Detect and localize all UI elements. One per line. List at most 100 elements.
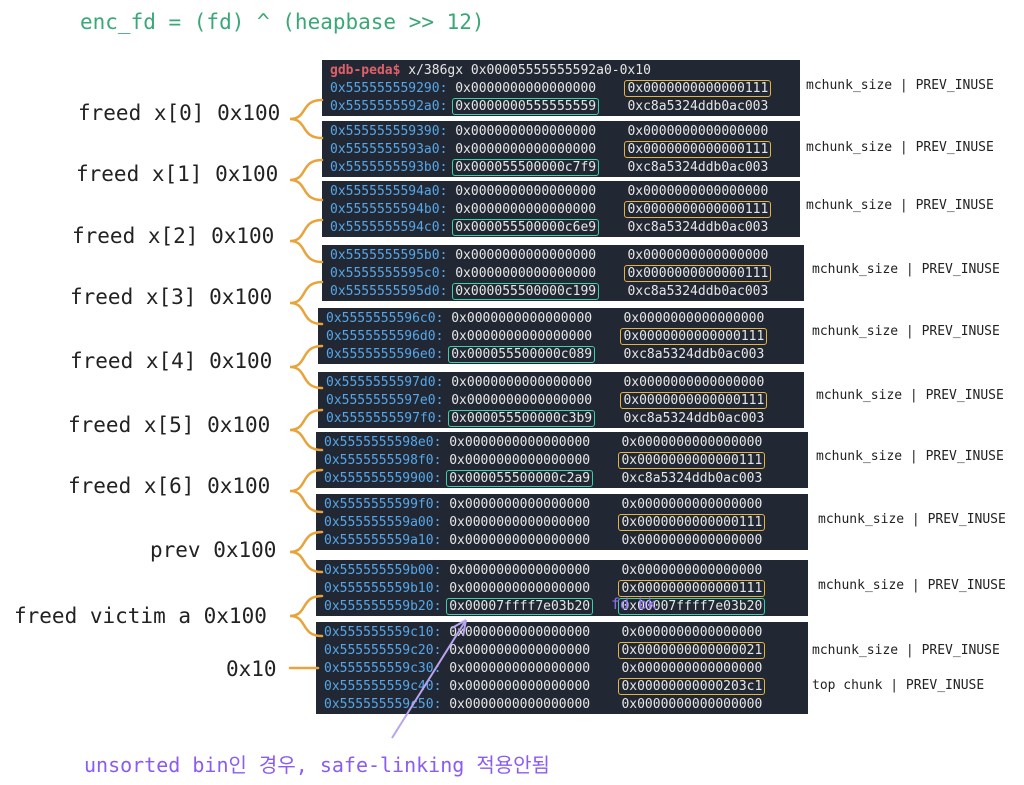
size-highlight <box>624 80 772 97</box>
chunk-brace <box>289 594 324 638</box>
memory-address: 0x555555559a00: <box>324 515 442 530</box>
fd-highlight <box>452 283 600 300</box>
memory-address: 0x5555555595d0: <box>330 284 448 299</box>
size-highlight <box>618 678 766 695</box>
memory-address: 0x555555559390: <box>330 124 448 139</box>
memory-value-2: 0x0000000000000021 <box>621 643 763 658</box>
chunk-label: freed x[1] 0x100 <box>76 162 279 186</box>
fd-highlight <box>452 98 600 115</box>
memory-value-1: 0x0000000000000000 <box>449 453 591 468</box>
chunk-label: freed x[3] 0x100 <box>70 285 273 309</box>
memory-block <box>318 308 804 364</box>
memory-block <box>316 560 808 616</box>
size-highlight <box>618 642 766 659</box>
chunk-label: freed victim a 0x100 <box>14 604 267 628</box>
size-highlight <box>618 452 766 469</box>
memory-address: 0x5555555594b0: <box>330 202 448 217</box>
memory-row: 0x555555559c10: 0x0000000000000000 0x000… <box>324 624 762 642</box>
chunk-label: freed x[4] 0x100 <box>70 349 273 373</box>
memory-value-1: 0x0000000000000000 <box>455 124 597 139</box>
memory-value-2: 0x0000000000000000 <box>621 661 763 676</box>
size-highlight <box>620 328 768 345</box>
memory-address: 0x555555559c20: <box>324 643 442 658</box>
fd-highlight <box>448 410 596 427</box>
memory-address: 0x555555559b00: <box>324 563 442 578</box>
memory-row: 0x5555555595b0: 0x0000000000000000 0x000… <box>330 247 768 265</box>
memory-row: 0x5555555592a0: 0x0000000555555559 0xc8a… <box>330 98 768 116</box>
memory-value-1: 0x0000000000000000 <box>451 393 593 408</box>
memory-value-1: 0x000055500000c6e9 <box>455 220 597 235</box>
memory-value-2: 0xc8a5324ddb0ac003 <box>621 471 763 486</box>
memory-row: 0x5555555597d0: 0x0000000000000000 0x000… <box>326 374 764 392</box>
memory-value-1: 0x0000000000000000 <box>455 142 597 157</box>
memory-row: 0x555555559b10: 0x0000000000000000 0x000… <box>324 580 762 598</box>
memory-value-2: 0x0000000000000111 <box>621 581 763 596</box>
fd-highlight <box>446 470 594 487</box>
size-highlight <box>618 580 766 597</box>
memory-value-2: 0x0000000000000000 <box>621 563 763 578</box>
memory-address: 0x5555555592a0: <box>330 99 448 114</box>
size-highlight <box>620 392 768 409</box>
memory-value-1: 0x0000000000000000 <box>451 311 593 326</box>
memory-block <box>316 622 808 714</box>
chunk-label: freed x[5] 0x100 <box>68 413 271 437</box>
chunk-annotation: top chunk | PREV_INUSE <box>812 678 985 693</box>
chunk-brace <box>289 468 324 514</box>
memory-value-2: 0x0000000000000111 <box>627 142 769 157</box>
fd-highlight <box>446 598 594 615</box>
memory-value-2: 0x0000000000000111 <box>623 393 765 408</box>
chunk-annotation: mchunk_size | PREV_INUSE <box>806 78 994 93</box>
chunk-label: freed x[0] 0x100 <box>78 101 281 125</box>
memory-value-1: 0x0000000000000000 <box>451 375 593 390</box>
memory-value-1: 0x0000000000000000 <box>451 329 593 344</box>
memory-value-1: 0x0000000555555559 <box>455 99 597 114</box>
chunk-label: 0x10 <box>226 657 277 681</box>
memory-address: 0x5555555599f0: <box>324 497 442 512</box>
memory-row: 0x555555559b20: 0x00007ffff7e03b20 0x000… <box>324 598 762 616</box>
memory-value-1: 0x0000000000000000 <box>449 625 591 640</box>
chunk-annotation: mchunk_size | PREV_INUSE <box>816 388 1004 403</box>
memory-value-1: 0x0000000000000000 <box>449 697 591 712</box>
chunk-annotation: mchunk_size | PREV_INUSE <box>806 140 994 155</box>
memory-address: 0x5555555597d0: <box>326 375 444 390</box>
memory-address: 0x555555559b20: <box>324 599 442 614</box>
memory-address: 0x555555559c30: <box>324 661 442 676</box>
chunk-brace <box>289 408 324 452</box>
fd-highlight <box>448 346 596 363</box>
memory-address: 0x555555559a10: <box>324 533 442 548</box>
memory-block <box>318 372 804 428</box>
memory-row: 0x5555555595c0: 0x0000000000000000 0x000… <box>330 265 768 283</box>
memory-value-1: 0x000055500000c089 <box>451 347 593 362</box>
memory-address: 0x5555555597f0: <box>326 411 444 426</box>
memory-value-2: 0x0000000000000000 <box>627 248 769 263</box>
memory-row: 0x555555559c40: 0x0000000000000000 0x000… <box>324 678 762 696</box>
chunk-brace <box>289 530 324 574</box>
memory-row: 0x5555555595d0: 0x000055500000c199 0xc8a… <box>330 283 768 301</box>
memory-value-1: 0x0000000000000000 <box>455 266 597 281</box>
memory-value-2: 0x0000000000000111 <box>621 515 763 530</box>
memory-block <box>322 121 800 177</box>
fd-highlight <box>452 219 600 236</box>
memory-row: 0x555555559c50: 0x0000000000000000 0x000… <box>324 696 762 714</box>
memory-row: 0x5555555598e0: 0x0000000000000000 0x000… <box>324 434 762 452</box>
memory-value-1: 0x0000000000000000 <box>455 202 597 217</box>
formula-text: enc_fd = (fd) ^ (heapbase >> 12) <box>80 10 485 34</box>
memory-block <box>322 245 804 301</box>
fd-highlight <box>452 159 600 176</box>
memory-block <box>316 494 808 550</box>
memory-value-2: 0x0000000000000111 <box>627 81 769 96</box>
memory-value-2: 0x0000000000000000 <box>623 311 765 326</box>
memory-value-1: 0x000055500000c199 <box>455 284 597 299</box>
chunk-annotation: mchunk_size | PREV_INUSE <box>806 198 994 213</box>
memory-row: 0x555555559a10: 0x0000000000000000 0x000… <box>324 532 762 550</box>
memory-row: 0x5555555594a0: 0x0000000000000000 0x000… <box>330 183 768 201</box>
memory-value-2: 0x0000000000000000 <box>621 697 763 712</box>
memory-address: 0x555555559c40: <box>324 679 442 694</box>
memory-address: 0x5555555598e0: <box>324 435 442 450</box>
memory-row: 0x555555559a00: 0x0000000000000000 0x000… <box>324 514 762 532</box>
safe-linking-note: unsorted bin인 경우, safe-linking 적용안됨 <box>84 753 550 777</box>
memory-row: 0x555555559900: 0x000055500000c2a9 0xc8a… <box>324 470 762 488</box>
memory-row: 0x5555555593a0: 0x0000000000000000 0x000… <box>330 141 768 159</box>
